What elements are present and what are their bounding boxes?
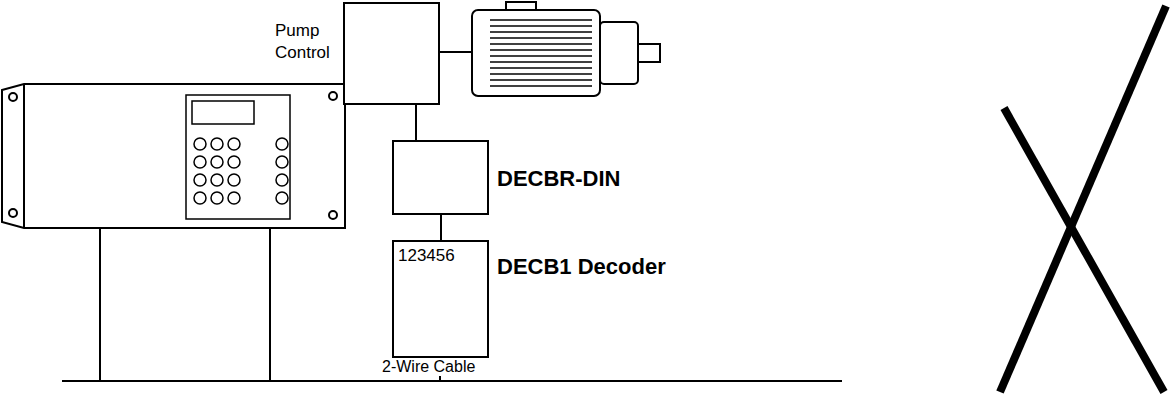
key-button: [276, 174, 288, 186]
fin-line: [490, 19, 592, 21]
key-button: [276, 138, 288, 150]
key-button: [276, 156, 288, 168]
decbr-din-box: DECBR-DIN: [392, 140, 489, 215]
motor-endcap: [600, 22, 638, 84]
terminal-box: [506, 2, 536, 10]
decoder-address: 123456: [398, 246, 455, 266]
box-label: Pump Control: [275, 20, 337, 64]
screw: [9, 209, 17, 217]
fin-line: [490, 61, 592, 63]
cross-stroke: [1000, 6, 1166, 392]
box-label: DECB1 Decoder: [497, 254, 666, 280]
key-button: [211, 156, 223, 168]
key-button: [194, 174, 206, 186]
two-wire-cable: [62, 380, 842, 382]
fin-line: [490, 43, 592, 45]
key-button: [194, 138, 206, 150]
cable-drop: [99, 228, 101, 381]
key-button: [228, 156, 240, 168]
screw: [329, 211, 337, 219]
cross-mark: [1000, 6, 1166, 392]
connector-wire: [440, 215, 442, 240]
screw: [9, 93, 17, 101]
decoder-box: 123456DECB1 Decoder: [392, 240, 489, 358]
fin-line: [490, 67, 592, 69]
key-button: [194, 192, 206, 204]
motor-fins: [490, 20, 592, 86]
fin-line: [490, 31, 592, 33]
fin-line: [490, 25, 592, 27]
motor-body: [472, 10, 600, 96]
key-button: [194, 156, 206, 168]
motor-wire: [440, 51, 472, 53]
controller-housing: [2, 84, 345, 228]
housing-edge: [23, 84, 25, 228]
fin-line: [490, 85, 592, 87]
key-button: [228, 192, 240, 204]
cable-drop: [269, 228, 271, 381]
cross-stroke: [1004, 108, 1164, 392]
fin-line: [490, 49, 592, 51]
box-label: DECBR-DIN: [497, 166, 620, 192]
keypad: [194, 138, 288, 204]
fin-line: [490, 73, 592, 75]
key-button: [228, 174, 240, 186]
fin-line: [490, 79, 592, 81]
key-button: [228, 138, 240, 150]
fin-line: [490, 55, 592, 57]
pump-control-box: Pump Control: [343, 2, 440, 105]
key-button: [211, 174, 223, 186]
housing-outline: [2, 84, 345, 228]
screw: [329, 92, 337, 100]
connector-wire: [415, 105, 417, 140]
key-button: [211, 138, 223, 150]
motor-shaft: [638, 44, 660, 62]
key-button: [276, 192, 288, 204]
key-button: [211, 192, 223, 204]
keypad-panel: [186, 95, 290, 219]
cable-label: 2-Wire Cable: [380, 358, 477, 376]
fin-line: [490, 37, 592, 39]
display: [192, 101, 254, 124]
motor-symbol: [472, 2, 660, 96]
